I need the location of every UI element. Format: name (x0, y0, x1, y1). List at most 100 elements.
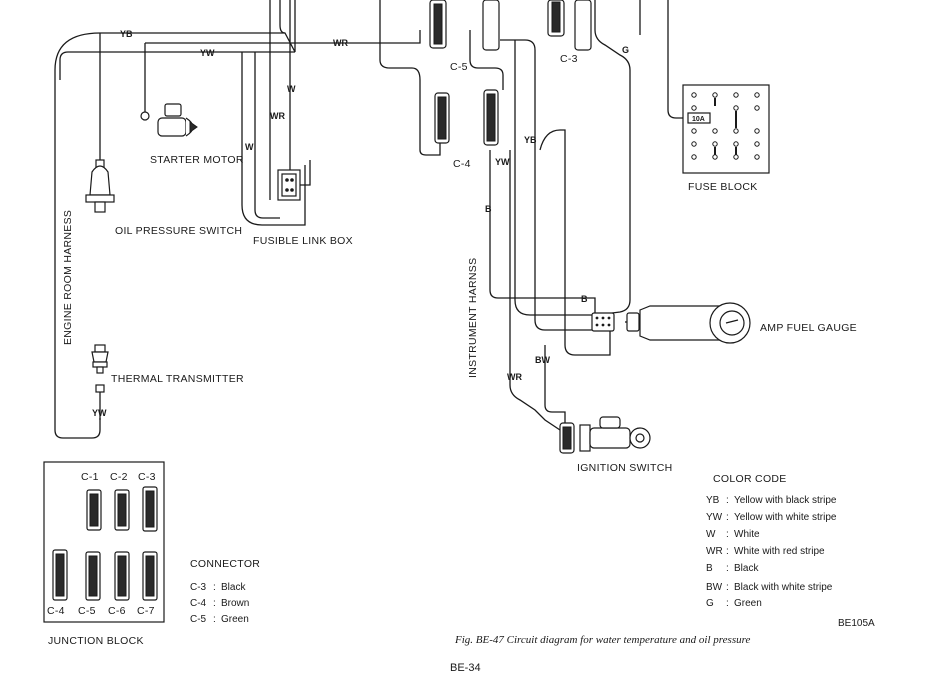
connector-legend-color-1: Brown (221, 598, 249, 609)
connector-legend-sep-0: : (213, 582, 216, 593)
junction-block-label: JUNCTION BLOCK (48, 635, 144, 647)
color-code-sep-1: : (726, 512, 729, 523)
connector-legend-sep-2: : (213, 614, 216, 625)
color-code-sep-4: : (726, 563, 729, 574)
bw-wire-to-ignition (544, 345, 566, 425)
ignition-switch-label: IGNITION SWITCH (577, 462, 673, 474)
wr-wire-top (144, 30, 421, 115)
jb-label-c2: C-2 (110, 471, 128, 483)
color-code-code-3: WR (706, 546, 723, 557)
wr-wire-to-ignition (509, 150, 561, 431)
ignition-switch (559, 416, 651, 454)
connector-legend-code-0: C-3 (190, 582, 207, 593)
color-code-desc-6: Green (734, 598, 762, 609)
connector-legend-code-2: C-5 (190, 614, 207, 625)
c5-connector (483, 89, 499, 146)
engine-room-harness-label: ENGINE ROOM HARNESS (62, 210, 74, 345)
wire-labels: YB YW WR W WR W YB YW B G B BW WR YW 10A (92, 29, 705, 418)
fuse-rating-label: 10A (692, 116, 705, 123)
oil-pressure-switch (85, 159, 115, 213)
color-code-sep-0: : (726, 495, 729, 506)
amp-fuel-gauge-label: AMP FUEL GAUGE (760, 322, 857, 334)
connector-legend-color-2: Green (221, 614, 249, 625)
color-code-code-0: YB (706, 495, 720, 506)
wire-label-b-gauge: B (581, 294, 588, 304)
connector-label-c3-main: C-3 (560, 53, 578, 65)
fusible-link-box-label: FUSIBLE LINK BOX (253, 235, 353, 247)
connector-legend-code-1: C-4 (190, 598, 207, 609)
jb-label-c6: C-6 (108, 605, 126, 617)
fuse-block (682, 84, 770, 174)
fuse-block-label: FUSE BLOCK (688, 181, 758, 193)
wire-label-b-mid: B (485, 204, 492, 214)
wr-wire-to-c4 (379, 0, 441, 156)
color-code-code-4: B (706, 563, 713, 574)
amp-fuel-gauge (591, 302, 751, 344)
wire-label-bw-low: BW (535, 355, 550, 365)
color-code-title: COLOR CODE (713, 473, 787, 485)
junction-block (43, 461, 165, 623)
harness-trunk (269, 0, 296, 200)
connector-legend: CONNECTOR C-3 : Black C-4 : Brown C-5 : … (190, 558, 260, 625)
starter-motor-label: STARTER MOTOR (150, 154, 244, 166)
figure-caption: Fig. BE-47 Circuit diagram for water tem… (454, 634, 750, 646)
color-code-code-1: YW (706, 512, 723, 523)
w-wire-to-fusible-link (241, 52, 306, 226)
color-code-desc-0: Yellow with black stripe (734, 495, 837, 506)
jb-label-c1: C-1 (81, 471, 99, 483)
wire-label-yw-bottom: YW (92, 408, 107, 418)
wire-label-w-mid: W (287, 84, 296, 94)
color-code-desc-5: Black with white stripe (734, 582, 833, 593)
top-connectors (429, 0, 592, 51)
color-code-code-5: BW (706, 582, 723, 593)
wire-label-wr-top: WR (333, 38, 348, 48)
color-code-sep-5: : (726, 582, 729, 593)
jb-label-c3: C-3 (138, 471, 156, 483)
wiring (54, 0, 690, 439)
connector-legend-sep-1: : (213, 598, 216, 609)
color-code-desc-1: Yellow with white stripe (734, 512, 837, 523)
fusible-link-box (277, 160, 311, 201)
b-wire-to-gauge (489, 150, 596, 313)
wire-label-w-left: W (245, 142, 254, 152)
color-code-sep-6: : (726, 598, 729, 609)
page-number: BE-34 (450, 662, 481, 674)
jb-label-c5: C-5 (78, 605, 96, 617)
color-code-sep-2: : (726, 529, 729, 540)
yb-wire-to-gauge (469, 30, 600, 316)
color-code-code-2: W (706, 529, 716, 540)
harness-loop-right (539, 129, 611, 356)
wire-label-g-right: G (622, 45, 629, 55)
color-code-desc-4: Black (734, 563, 759, 574)
jb-label-c7: C-7 (137, 605, 155, 617)
component-labels: STARTER MOTOR OIL PRESSURE SWITCH FUSIBL… (48, 154, 857, 647)
color-code-desc-3: White with red stripe (734, 546, 825, 557)
connector-legend-title: CONNECTOR (190, 558, 260, 570)
wire-label-wr-mid: WR (270, 111, 285, 121)
c4-connector (434, 92, 450, 144)
instrument-harness-label: INSTRUMENT HARNSS (467, 258, 479, 378)
color-code-code-6: G (706, 598, 714, 609)
connector-label-c4-main: C-4 (453, 158, 471, 170)
color-code-desc-2: White (734, 529, 760, 540)
g-wire-to-fuse (594, 0, 631, 314)
connector-id-labels: C-5 C-3 C-4 C-1 C-2 C-3 C-4 C-5 C-6 C-7 (47, 53, 578, 617)
wire-label-yw-mid: YW (495, 157, 510, 167)
wire-label-yb-top: YB (120, 29, 133, 39)
wire-label-yb-mid: YB (524, 135, 537, 145)
yb-wire-top (99, 32, 285, 160)
yw-wire-top (59, 51, 295, 80)
jb-label-c4: C-4 (47, 605, 65, 617)
color-code-legend: COLOR CODE YB : Yellow with black stripe… (706, 473, 837, 609)
wire-label-wr-low: WR (507, 372, 522, 382)
connector-legend-color-0: Black (221, 582, 246, 593)
starter-motor (140, 103, 198, 137)
fuse-block-feed (639, 0, 690, 119)
color-code-sep-3: : (726, 546, 729, 557)
thermal-transmitter (91, 344, 109, 393)
thermal-transmitter-label: THERMAL TRANSMITTER (111, 373, 244, 385)
figure-ref: BE105A (838, 618, 875, 629)
oil-pressure-switch-label: OIL PRESSURE SWITCH (115, 225, 242, 237)
w-wire-mid (254, 52, 280, 219)
